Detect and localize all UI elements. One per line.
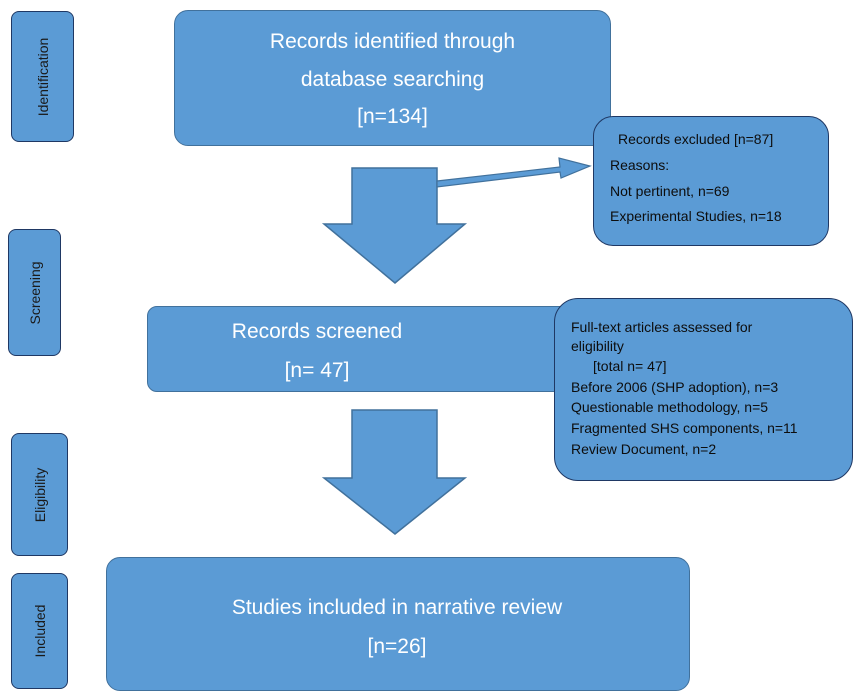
- records-screened-box: Records screened [n= 47]: [147, 306, 570, 392]
- records-screened-count: [n= 47]: [284, 359, 350, 382]
- down-arrow-identification-to-screening: [321, 167, 468, 284]
- records-identified-line1: Records identified through: [269, 30, 516, 53]
- full-text-assessed-line2: eligibility: [571, 338, 624, 354]
- studies-included-title: Studies included in narrative review: [231, 596, 563, 619]
- right-arrow-to-excluded: [436, 157, 592, 188]
- records-excluded-reason-1: Not pertinent, n=69: [610, 183, 730, 199]
- studies-included-count: [n=26]: [367, 635, 427, 658]
- stage-eligibility-label: Eligibility: [31, 467, 48, 522]
- studies-included-box: Studies included in narrative review [n=…: [106, 557, 690, 691]
- full-text-assessed-box: Full-text articles assessed for eligibil…: [554, 298, 853, 481]
- records-excluded-reasons-label: Reasons:: [610, 157, 670, 173]
- full-text-excluded-reason-2: Questionable methodology, n=5: [571, 399, 769, 415]
- stage-screening: Screening: [8, 229, 61, 356]
- full-text-assessed-line1: Full-text articles assessed for: [571, 319, 753, 335]
- records-excluded-reason-2: Experimental Studies, n=18: [610, 208, 782, 224]
- full-text-excluded-reason-1: Before 2006 (SHP adoption), n=3: [571, 379, 779, 395]
- stage-identification-label: Identification: [34, 37, 51, 116]
- down-arrow-screening-to-included: [321, 409, 468, 535]
- full-text-excluded-reason-4: Review Document, n=2: [571, 441, 717, 457]
- records-identified-line2: database searching: [300, 68, 485, 91]
- records-screened-title: Records screened: [231, 320, 403, 343]
- records-excluded-box: Records excluded [n=87] Reasons: Not per…: [593, 116, 829, 246]
- stage-included: Included: [11, 573, 68, 689]
- stage-included-label: Included: [31, 604, 48, 658]
- records-identified-box: Records identified through database sear…: [174, 10, 611, 146]
- stage-eligibility: Eligibility: [11, 433, 68, 556]
- stage-screening-label: Screening: [26, 260, 43, 325]
- full-text-excluded-reason-3: Fragmented SHS components, n=11: [571, 420, 798, 436]
- records-excluded-title: Records excluded [n=87]: [618, 131, 774, 147]
- full-text-assessed-total: [total n= 47]: [593, 358, 667, 374]
- stage-identification: Identification: [11, 11, 74, 142]
- records-identified-count: [n=134]: [357, 105, 428, 128]
